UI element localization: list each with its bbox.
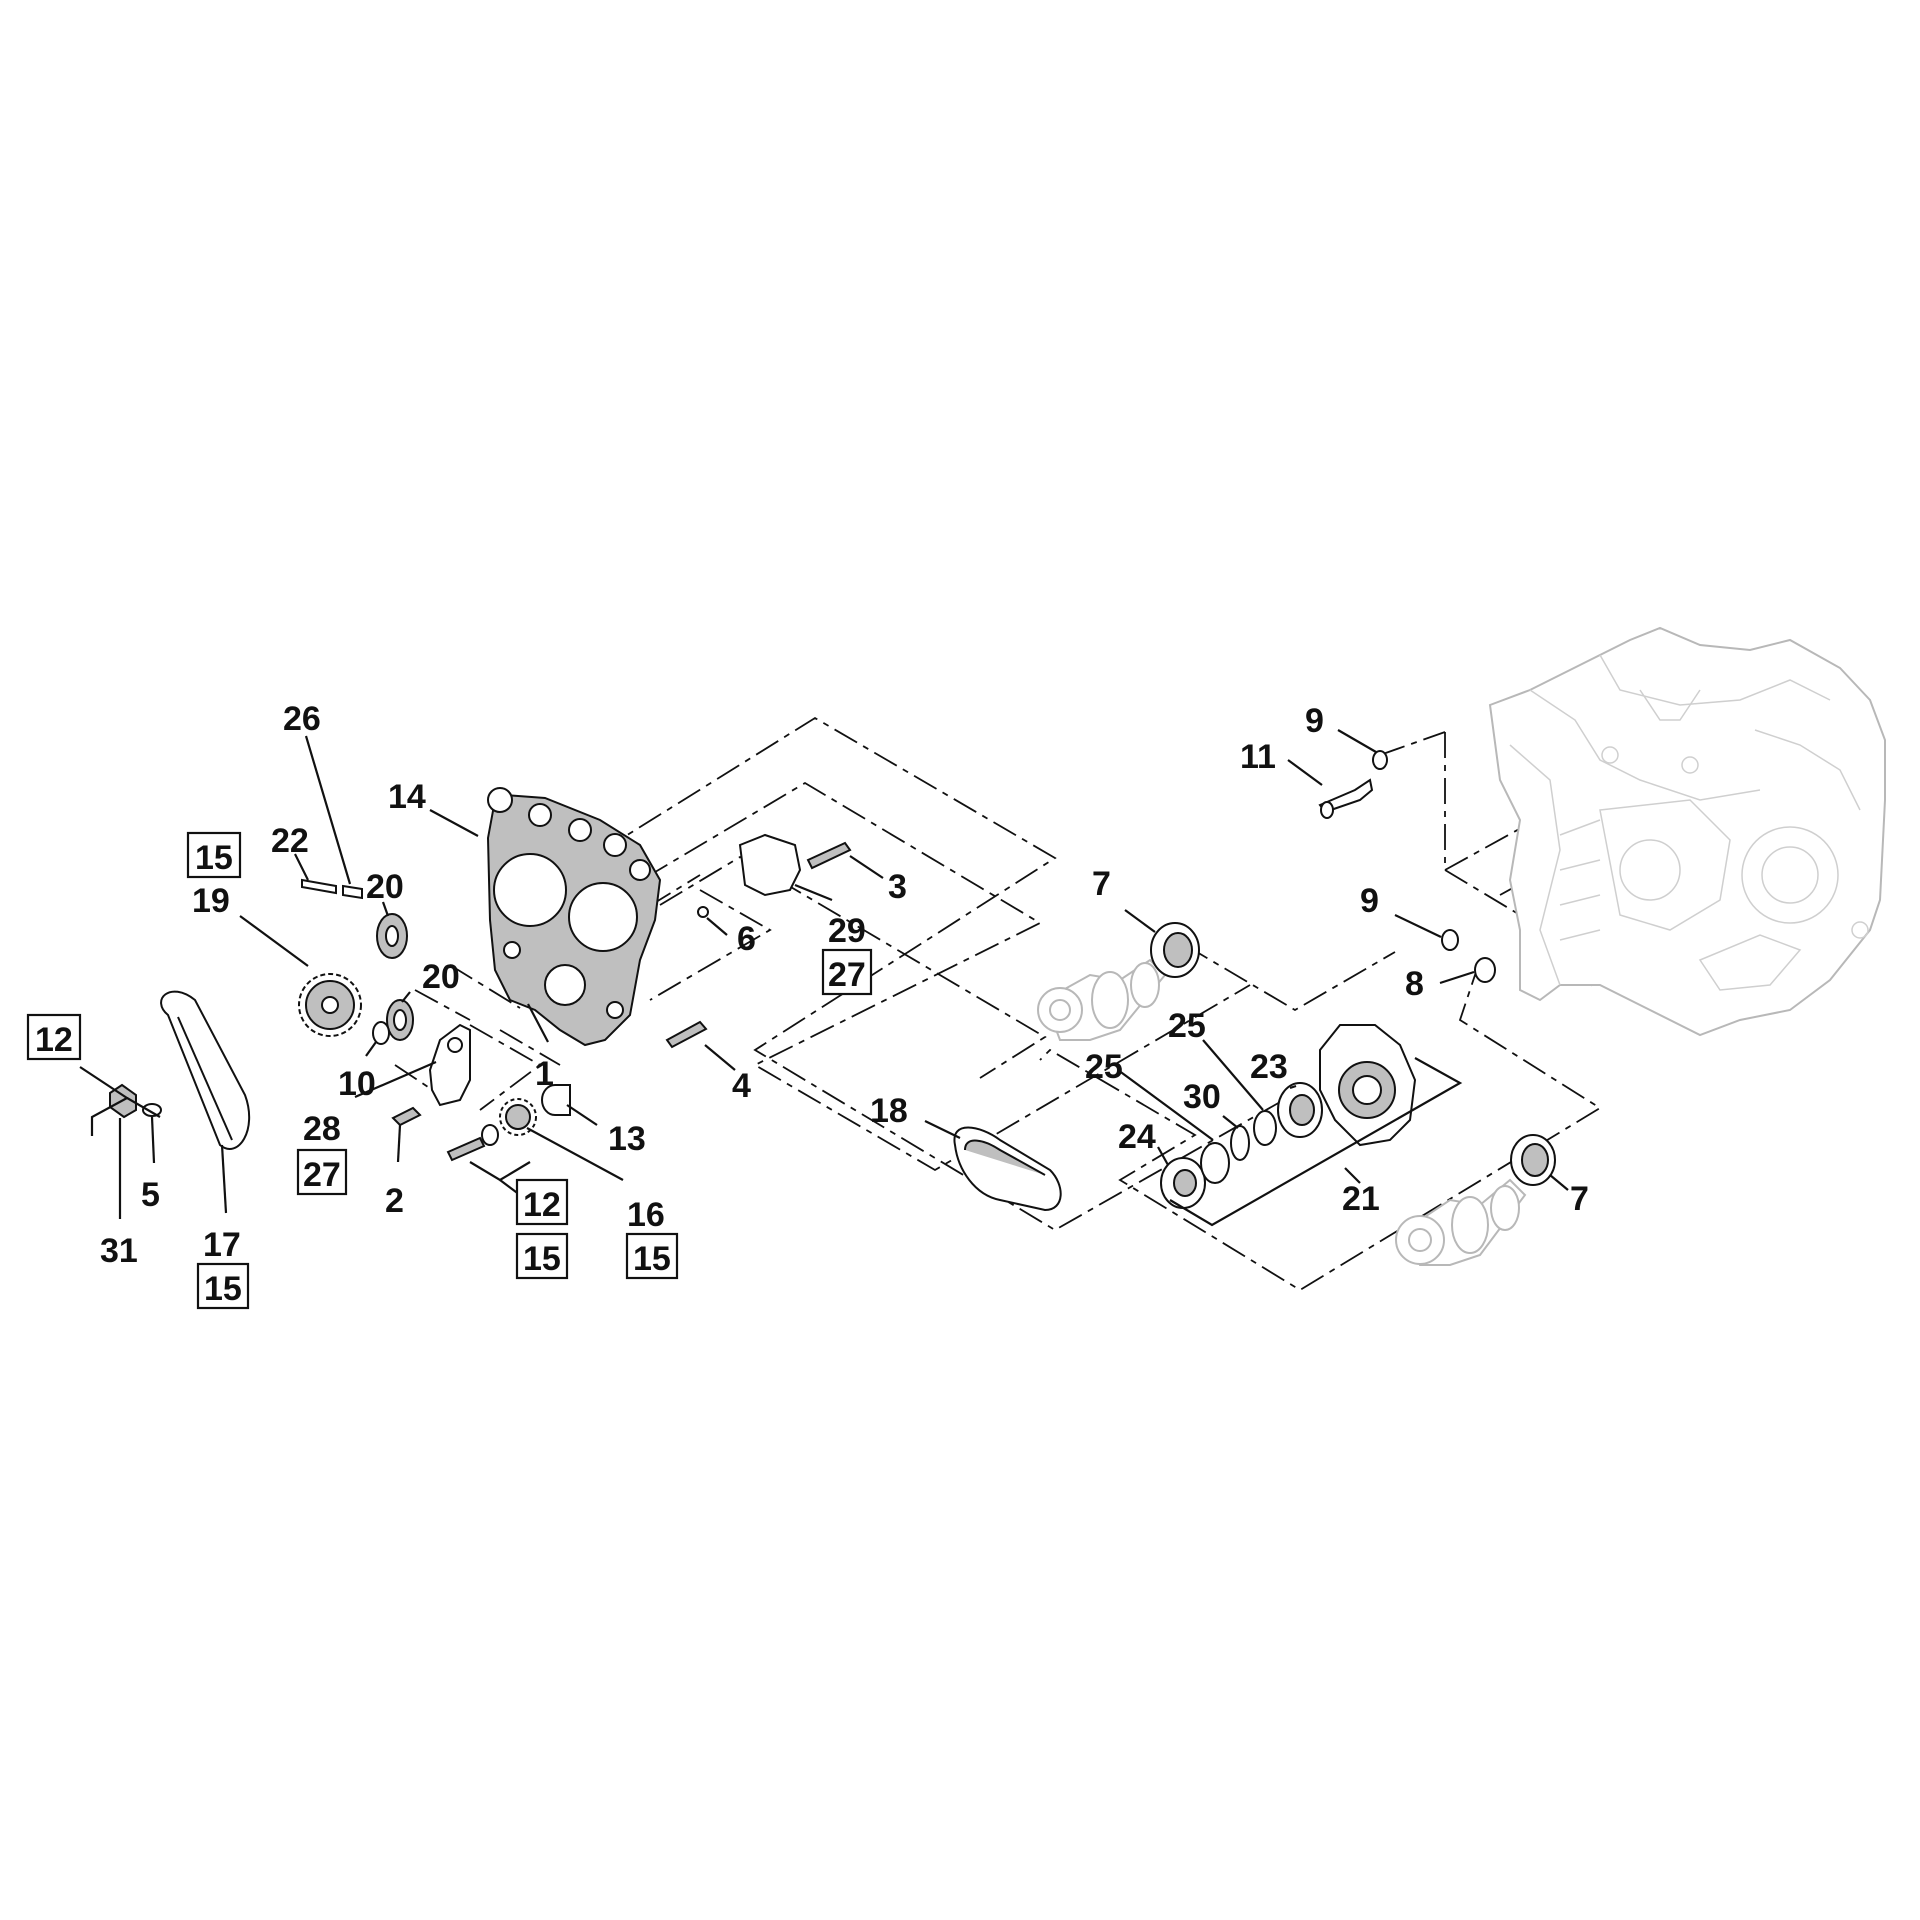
dowel-6 [697,906,709,918]
boxed-callout-15-upper: 15 [186,831,242,879]
spring-and-pin [301,878,363,900]
washers-20 [372,913,414,1045]
leader-lines [79,729,1569,1227]
svg-text:15: 15 [523,1240,561,1278]
upper-tensioner [738,833,852,897]
callout-24: 24 [1118,1118,1156,1156]
callout-16: 16 [627,1196,665,1234]
callout-2: 2 [385,1182,404,1220]
crankcase-ghost-drawing [1488,626,1886,1037]
callout-25-upper: 25 [1168,1007,1206,1045]
o-ring-8 [1474,957,1496,983]
bearing-7-lower [1510,1134,1556,1186]
callout-11: 11 [1240,738,1276,776]
svg-text:27: 27 [303,1156,341,1194]
boxed-callout-15-bottom-left: 15 [196,1262,250,1310]
boxed-callout-27-left: 27 [296,1148,348,1196]
svg-text:15: 15 [633,1240,671,1278]
callout-22: 22 [271,822,309,860]
svg-text:12: 12 [523,1186,561,1224]
callout-4: 4 [732,1067,751,1105]
spacer-13 [541,1084,571,1116]
callout-17: 17 [203,1226,241,1264]
drive-sprocket [298,973,362,1037]
callout-1: 1 [535,1055,554,1093]
callout-7-upper: 7 [1092,865,1111,903]
callout-5: 5 [141,1176,160,1214]
check-valve-11 [1318,778,1374,819]
boxed-callout-12-left: 12 [26,1013,82,1061]
primary-chain [160,990,251,1150]
callout-9-upper: 9 [1305,702,1324,740]
callout-10: 10 [338,1065,376,1103]
secondary-chain [953,1126,1062,1212]
bearing-23 [1277,1082,1323,1138]
oil-pump-housing [1319,1024,1417,1147]
camshaft-ghost-upper [1037,958,1167,1041]
bolt-and-washer-lower [446,1124,499,1162]
callout-26: 26 [283,700,321,738]
rings-25-30 [1200,1110,1277,1184]
boxed-callouts: 15 12 27 12 15 15 15 27 [26,831,873,1310]
callout-30: 30 [1183,1078,1221,1116]
boxed-callout-15-lower-center: 15 [515,1232,569,1280]
bolt-4 [665,1020,708,1049]
callout-25-left: 25 [1085,1048,1123,1086]
boxed-callout-15-lower-right: 15 [625,1232,679,1280]
callout-14: 14 [388,778,426,816]
callout-6: 6 [737,920,756,958]
bearing-7-upper [1150,922,1200,978]
callout-28: 28 [303,1110,341,1148]
cam-support-plate [486,787,662,1047]
callout-31: 31 [100,1232,138,1270]
callout-labels: 26 14 22 20 20 19 10 1 28 13 2 16 5 31 1… [100,700,1589,1270]
svg-text:15: 15 [195,839,233,877]
svg-text:12: 12 [35,1021,73,1059]
callout-19: 19 [192,882,230,920]
callout-7-lower: 7 [1570,1180,1589,1218]
o-ring-9-lower [1441,929,1459,951]
svg-text:27: 27 [828,956,866,994]
callout-13: 13 [608,1120,646,1158]
callout-20-upper: 20 [366,868,404,906]
callout-3: 3 [888,868,907,906]
callout-9-lower: 9 [1360,882,1379,920]
camshaft-ghost-lower [1395,1178,1527,1266]
callout-8: 8 [1405,965,1424,1003]
callout-29: 29 [828,912,866,950]
chain-tensioner [428,1023,471,1107]
crank-sprocket [499,1098,537,1136]
callout-20-lower: 20 [422,958,460,996]
bolt-2 [391,1106,422,1127]
callout-23: 23 [1250,1048,1288,1086]
svg-text:15: 15 [204,1270,242,1308]
callout-21: 21 [1342,1180,1380,1218]
bearing-24 [1160,1157,1206,1209]
boxed-callout-27-right: 27 [821,948,873,996]
boxed-callout-12-lower: 12 [515,1178,569,1226]
callout-18: 18 [870,1092,908,1130]
o-ring-9-upper [1372,750,1388,770]
